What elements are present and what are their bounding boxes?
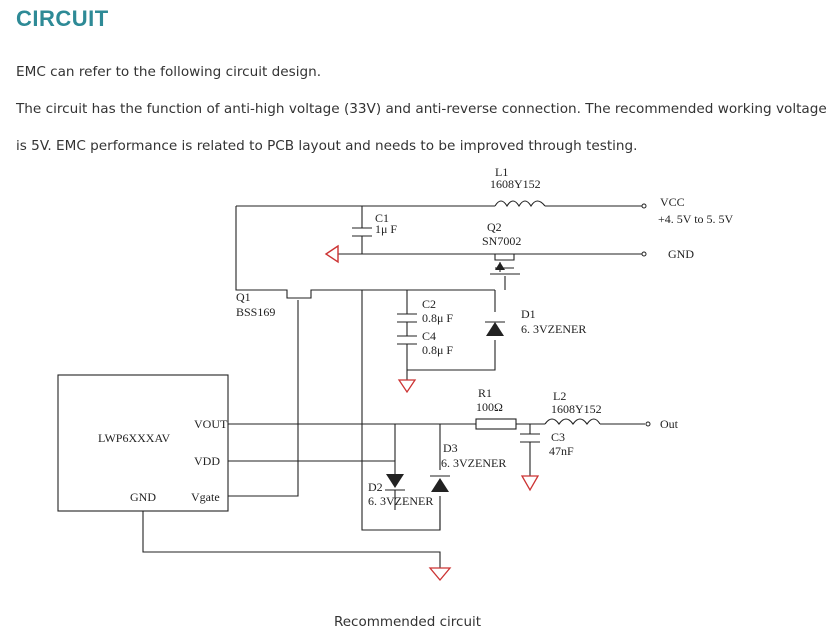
q2-ref: Q2 — [487, 220, 502, 234]
figure-caption: Recommended circuit — [333, 614, 482, 630]
ground-icon-c2 — [397, 379, 417, 394]
capacitor-c1 — [352, 227, 372, 237]
l2-value: 1608Y152 — [551, 402, 602, 416]
schematic-wires — [142, 205, 645, 568]
capacitor-c2 — [397, 313, 417, 323]
c1-ref: C1 — [375, 211, 389, 225]
ground-icon-c3 — [520, 475, 540, 492]
d2-ref: D2 — [368, 480, 383, 494]
d3-ref: D3 — [443, 441, 458, 455]
out-label: Out — [660, 417, 679, 431]
c1-value: 1μ F — [375, 222, 397, 236]
d1-ref: D1 — [521, 307, 536, 321]
description-paragraph-line-2: is 5V. EMC performance is related to PCB… — [16, 138, 638, 154]
ic-pin-vout: VOUT — [194, 417, 228, 431]
gnd-terminal — [641, 251, 647, 257]
q1-value: BSS169 — [236, 305, 275, 319]
page-title: CIRCUIT — [16, 6, 109, 31]
r1-ref: R1 — [478, 386, 492, 400]
capacitor-c3 — [520, 433, 540, 443]
out-terminal — [645, 421, 651, 427]
intro-paragraph: EMC can refer to the following circuit d… — [16, 64, 322, 80]
l1-value: 1608Y152 — [490, 177, 541, 191]
zener-diode-d3 — [430, 475, 450, 492]
q2-value: SN7002 — [482, 234, 521, 248]
r1-value: 100Ω — [476, 400, 503, 414]
d2-value: 6. 3VZENER — [368, 494, 433, 508]
ic-pin-vdd: VDD — [194, 454, 220, 468]
vcc-terminal — [641, 203, 647, 209]
ic-pin-vgate: Vgate — [191, 490, 220, 504]
inductor-l1 — [494, 200, 546, 208]
ic-name: LWP6XXXAV — [98, 431, 171, 445]
c4-value: 0.8μ F — [422, 343, 453, 357]
d1-value: 6. 3VZENER — [521, 322, 586, 336]
c2-ref: C2 — [422, 297, 436, 311]
description-paragraph-line-1: The circuit has the function of anti-hig… — [16, 101, 827, 117]
ground-icon-main — [428, 567, 452, 582]
c3-ref: C3 — [551, 430, 565, 444]
capacitor-c4 — [397, 335, 417, 345]
ic-pin-gnd: GND — [130, 490, 156, 504]
zener-diode-d2 — [385, 474, 405, 491]
c4-ref: C4 — [422, 329, 436, 343]
inductor-l2 — [544, 418, 601, 425]
gnd-label: GND — [668, 247, 694, 261]
zener-diode-d1 — [485, 321, 505, 336]
ground-return-arrow-icon — [324, 244, 339, 264]
resistor-r1 — [475, 418, 517, 430]
mosfet-q2-arrow-icon — [495, 262, 505, 270]
q1-ref: Q1 — [236, 290, 251, 304]
l1-ref: L1 — [495, 165, 508, 179]
c3-value: 47nF — [549, 444, 574, 458]
ic-lwp6xxxav — [57, 374, 229, 512]
c2-value: 0.8μ F — [422, 311, 453, 325]
vcc-range: +4. 5V to 5. 5V — [658, 212, 734, 226]
l2-ref: L2 — [553, 389, 566, 403]
d3-value: 6. 3VZENER — [441, 456, 506, 470]
vcc-label: VCC — [660, 195, 685, 209]
